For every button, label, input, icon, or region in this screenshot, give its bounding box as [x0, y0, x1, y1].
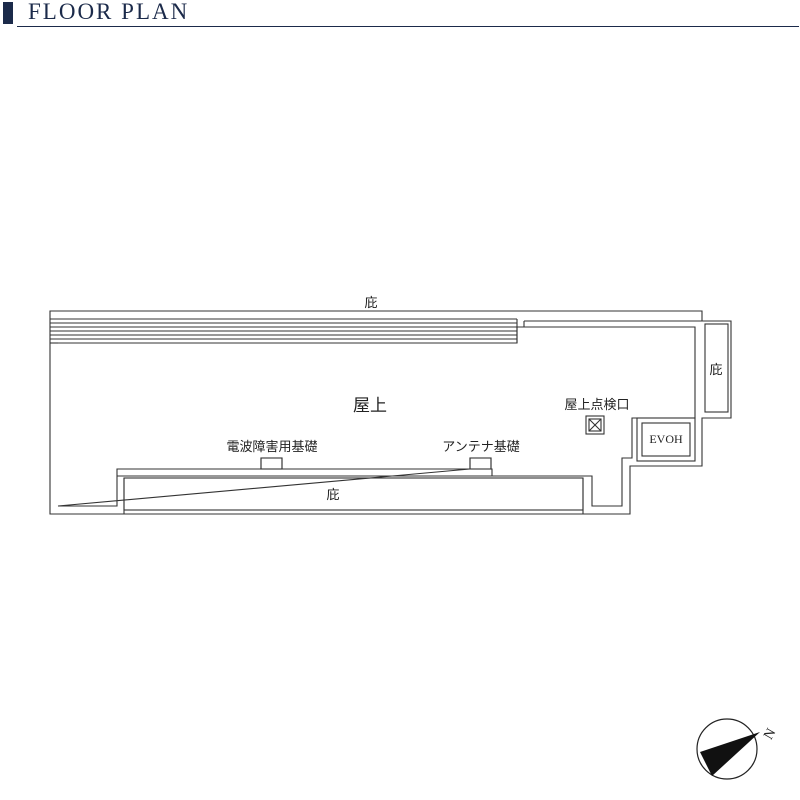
- evoh-label: EVOH: [649, 432, 683, 446]
- roof-hatch-label: 屋上点検口: [564, 397, 629, 412]
- right-eave: [704, 323, 729, 413]
- radio-base-label: 電波障害用基礎: [226, 439, 317, 454]
- radio-base-block: [260, 457, 283, 470]
- eave-bottom-label: 庇: [326, 487, 339, 502]
- page-title: FLOOR PLAN: [28, 0, 190, 24]
- header-rule: [17, 26, 799, 27]
- evoh-box-outer: [636, 417, 696, 462]
- rooftop-label: 屋上: [353, 396, 387, 415]
- eave-right-label: 庇: [709, 362, 722, 377]
- roof-hatch-symbol: [585, 415, 605, 435]
- header: FLOOR PLAN: [0, 0, 800, 28]
- header-accent-bar: [3, 2, 13, 24]
- eave-top-label: 庇: [364, 295, 377, 310]
- antenna-base-label: アンテナ基礎: [442, 439, 519, 454]
- outer-wall: [49, 310, 732, 515]
- antenna-base-block: [469, 457, 492, 470]
- evoh-box-inner: [641, 422, 691, 457]
- eave-hatching: [50, 318, 702, 344]
- north-arrow-icon: N: [696, 718, 779, 780]
- north-label: N: [761, 726, 779, 742]
